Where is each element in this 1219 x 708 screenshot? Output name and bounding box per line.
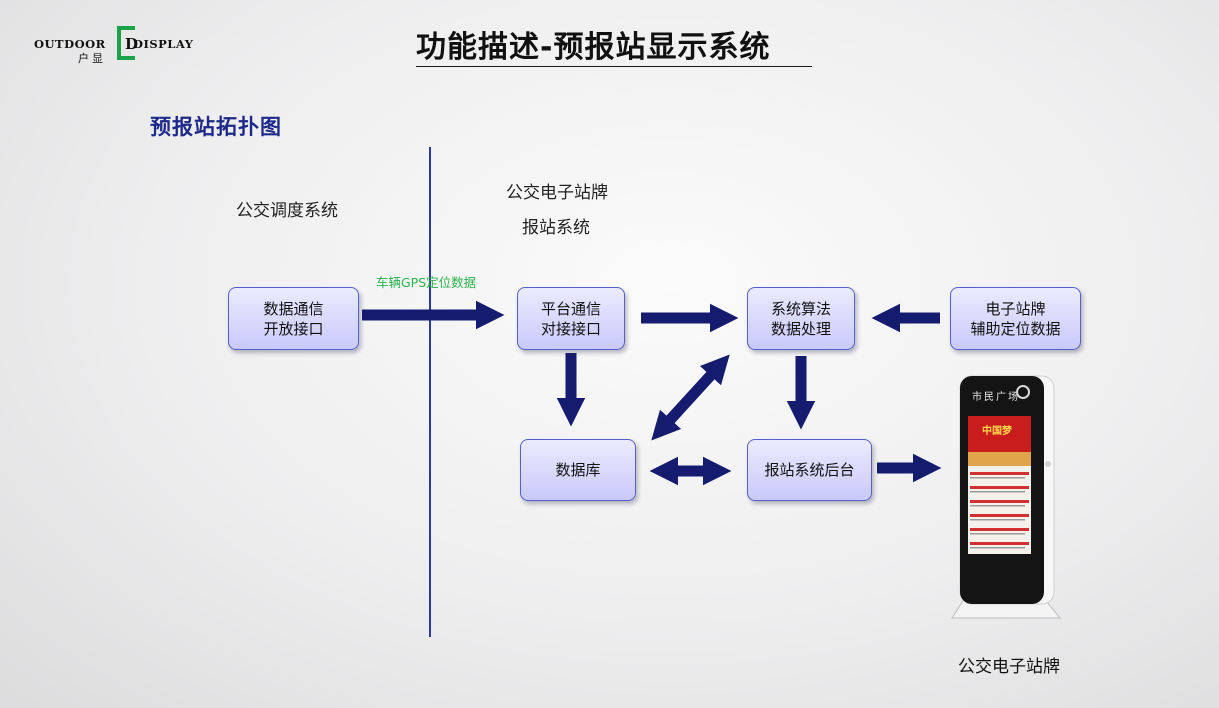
node-backend-label: 报站系统后台 <box>764 461 855 479</box>
node-aux-data-line1: 电子站牌 <box>985 299 1046 318</box>
node-platform-comm: 平台通信 对接接口 <box>517 287 625 350</box>
logo-text-right: DISPLAY <box>133 37 194 51</box>
node-algorithm: 系统算法 数据处理 <box>747 287 855 350</box>
section-divider <box>429 147 431 637</box>
section-label-right-2: 报站系统 <box>522 218 590 238</box>
node-database: 数据库 <box>520 439 636 501</box>
node-platform-comm-line1: 平台通信 <box>540 299 601 318</box>
kiosk-banner-text: 中国梦 <box>982 424 1013 437</box>
node-database-label: 数据库 <box>555 461 601 479</box>
kiosk-header-text: 市民广场 <box>972 390 1020 403</box>
node-data-comm-line1: 数据通信 <box>263 299 324 318</box>
kiosk-caption: 公交电子站牌 <box>958 657 1060 677</box>
node-aux-data: 电子站牌 辅助定位数据 <box>950 287 1081 350</box>
logo-text-cn: 户显 <box>78 52 106 65</box>
node-algorithm-line1: 系统算法 <box>770 299 831 318</box>
logo-mark-icon: D <box>117 26 138 60</box>
company-logo: OUTDOOR D DISPLAY 户显 <box>32 22 194 68</box>
title-underline <box>416 66 812 67</box>
logo-text-left: OUTDOOR <box>34 37 106 51</box>
bus-stop-kiosk-image: 市民广场 中国梦 <box>951 375 1062 619</box>
node-platform-comm-line2: 对接接口 <box>540 319 601 338</box>
node-aux-data-line2: 辅助定位数据 <box>970 319 1061 338</box>
arrow-database-algorithm <box>651 354 730 441</box>
node-backend: 报站系统后台 <box>747 439 872 501</box>
node-algorithm-line2: 数据处理 <box>770 319 831 338</box>
node-data-comm-line2: 开放接口 <box>263 319 324 338</box>
page-title: 功能描述-预报站显示系统 <box>416 30 771 65</box>
diagram-subtitle: 预报站拓扑图 <box>150 114 282 139</box>
section-label-left: 公交调度系统 <box>236 201 338 221</box>
svg-text:D: D <box>125 35 138 53</box>
section-label-right-1: 公交电子站牌 <box>506 183 608 203</box>
node-data-comm: 数据通信 开放接口 <box>228 287 359 350</box>
edge-label-gps: 车辆GPS定位数据 <box>376 275 477 290</box>
